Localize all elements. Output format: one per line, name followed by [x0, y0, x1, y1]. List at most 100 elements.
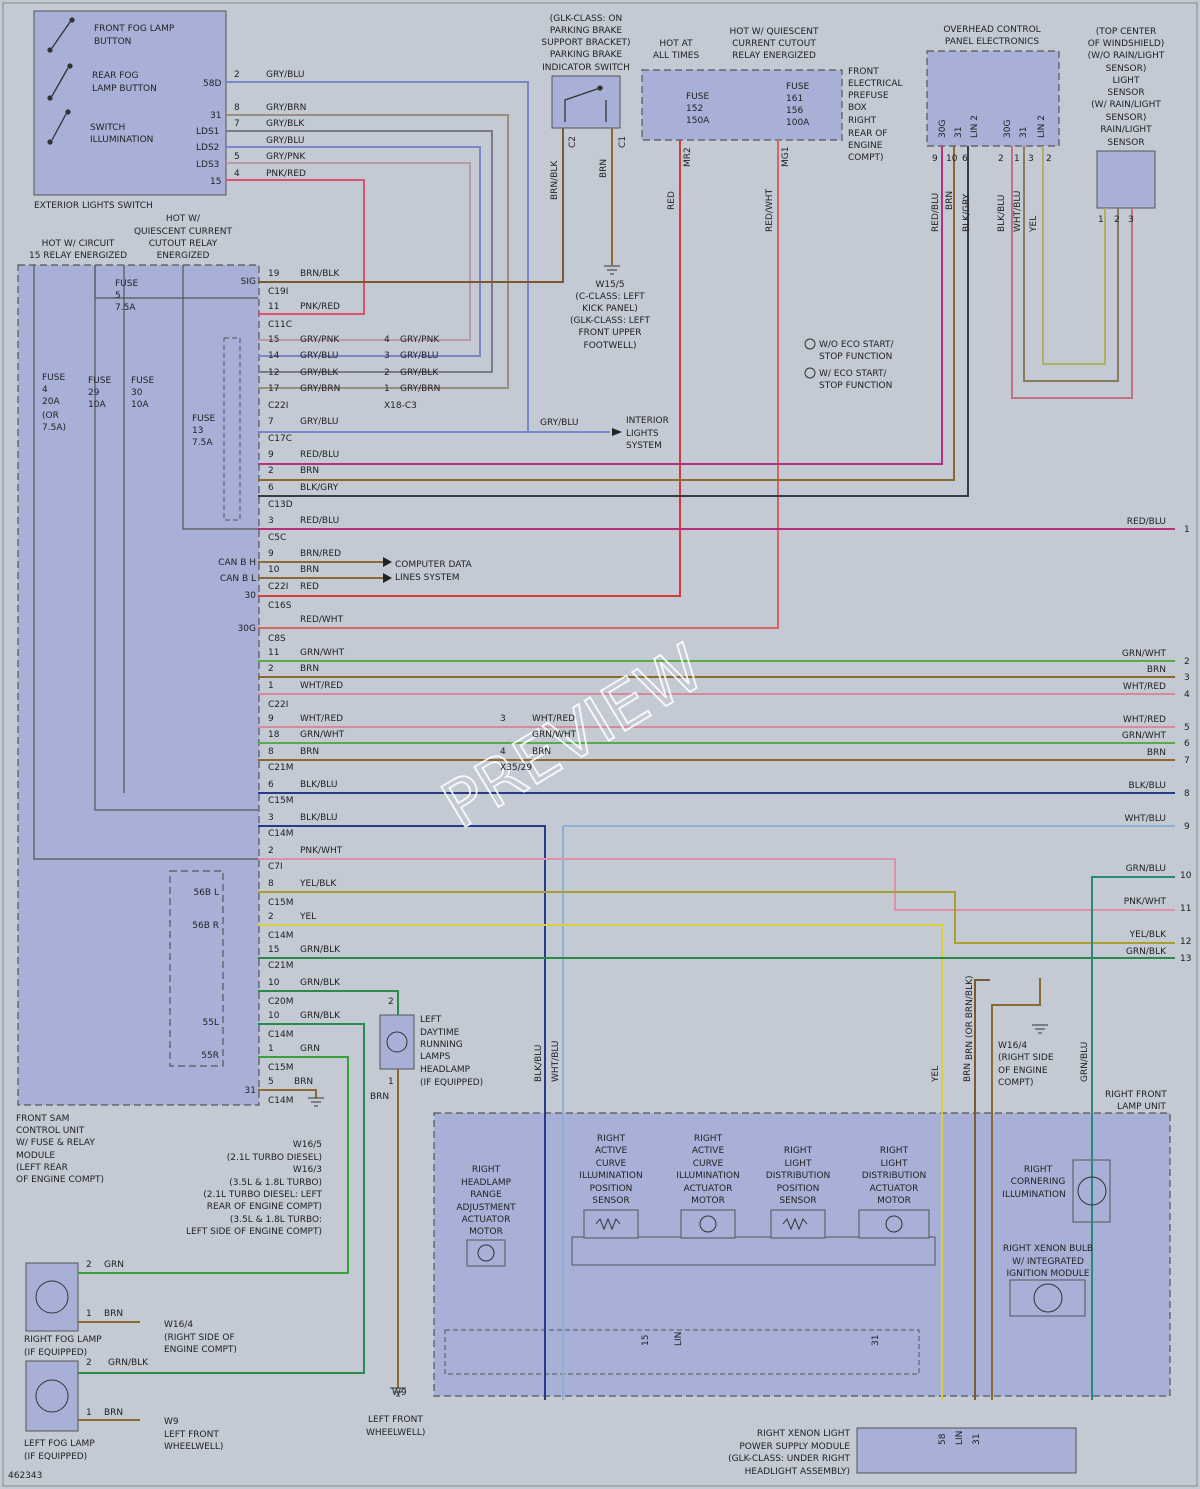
- svg-text:SWITCH: SWITCH: [90, 123, 125, 133]
- svg-text:C22I: C22I: [268, 401, 288, 411]
- svg-text:C14M: C14M: [268, 829, 294, 839]
- svg-text:PANEL ELECTRONICS: PANEL ELECTRONICS: [945, 37, 1039, 47]
- switch-labels: FRONT FOG LAMP BUTTON REAR FOG LAMP BUTT…: [34, 24, 306, 211]
- svg-text:FUSE: FUSE: [786, 82, 809, 92]
- svg-text:C20M: C20M: [268, 997, 294, 1007]
- svg-text:6: 6: [268, 483, 274, 493]
- svg-text:DISTRIBUTION: DISTRIBUTION: [766, 1171, 830, 1181]
- sam-fuse-labels: FUSE 5 7.5A FUSE 4 20A (OR 7.5A) FUSE 29…: [42, 279, 215, 448]
- svg-text:BUTTON: BUTTON: [94, 37, 131, 47]
- svg-text:31: 31: [245, 1086, 256, 1096]
- svg-text:C16S: C16S: [268, 601, 292, 611]
- svg-text:13: 13: [192, 426, 203, 436]
- svg-text:QUIESCENT CURRENT: QUIESCENT CURRENT: [134, 227, 233, 237]
- svg-text:9: 9: [268, 549, 274, 559]
- overhead-labels: OVERHEAD CONTROL PANEL ELECTRONICS (TOP …: [943, 25, 1165, 148]
- svg-text:FUSE: FUSE: [115, 279, 138, 289]
- svg-text:(W/O RAIN/LIGHT: (W/O RAIN/LIGHT: [1088, 51, 1165, 61]
- right-edge-numbers: 1 2 3 4 5 6 7 8 9 10 11 12 13: [1180, 525, 1192, 964]
- svg-text:RANGE: RANGE: [470, 1190, 502, 1200]
- svg-text:9: 9: [932, 154, 938, 164]
- svg-text:DISTRIBUTION: DISTRIBUTION: [862, 1171, 926, 1181]
- svg-text:MOTOR: MOTOR: [877, 1196, 911, 1206]
- svg-text:MODULE: MODULE: [16, 1151, 55, 1161]
- svg-text:DAYTIME: DAYTIME: [420, 1028, 460, 1038]
- svg-text:156: 156: [786, 106, 803, 116]
- svg-text:BRN: BRN: [294, 1077, 313, 1087]
- svg-text:BRN: BRN: [300, 466, 319, 476]
- svg-text:CURVE: CURVE: [693, 1159, 724, 1169]
- drl-labels: LEFT DAYTIME RUNNING LAMPS HEADLAMP (IF …: [366, 997, 483, 1438]
- svg-text:REAR OF: REAR OF: [848, 129, 887, 139]
- svg-text:W/ INTEGRATED: W/ INTEGRATED: [1012, 1257, 1084, 1267]
- svg-text:30: 30: [245, 591, 257, 601]
- svg-text:BRN: BRN: [945, 191, 955, 210]
- svg-text:X18-C3: X18-C3: [384, 401, 417, 411]
- svg-text:FUSE: FUSE: [131, 376, 154, 386]
- svg-text:ENERGIZED: ENERGIZED: [157, 251, 210, 261]
- svg-text:2: 2: [1114, 215, 1120, 225]
- svg-text:(W/ RAIN/LIGHT: (W/ RAIN/LIGHT: [1091, 100, 1161, 110]
- svg-text:BRN (OR BRN/BLK): BRN (OR BRN/BLK): [965, 975, 975, 1060]
- svg-text:13: 13: [1180, 954, 1191, 964]
- svg-text:2: 2: [384, 368, 390, 378]
- svg-text:C13D: C13D: [268, 500, 293, 510]
- svg-text:C15M: C15M: [268, 1063, 294, 1073]
- svg-text:FRONT SAM: FRONT SAM: [16, 1114, 69, 1124]
- lamp-bulb-icon: [35, 1031, 1107, 1413]
- svg-text:10: 10: [946, 154, 958, 164]
- svg-text:31: 31: [871, 1335, 881, 1346]
- svg-text:ACTUATOR: ACTUATOR: [870, 1184, 919, 1194]
- svg-text:BOX: BOX: [848, 103, 867, 113]
- fuse-labels: FUSE 152 150A FUSE 161 156 100A FRONT EL…: [686, 67, 903, 163]
- svg-text:3: 3: [1028, 154, 1034, 164]
- distribution-motor-box: [858, 1209, 930, 1239]
- svg-text:56B L: 56B L: [193, 888, 219, 898]
- svg-text:6: 6: [1184, 739, 1190, 749]
- svg-text:YEL/BLK: YEL/BLK: [299, 879, 337, 889]
- svg-text:GRY/PNK: GRY/PNK: [300, 335, 340, 345]
- svg-text:9: 9: [268, 450, 274, 460]
- svg-text:2: 2: [1184, 657, 1190, 667]
- svg-text:30: 30: [131, 388, 143, 398]
- svg-text:RIGHT: RIGHT: [694, 1134, 723, 1144]
- svg-text:RED/WHT: RED/WHT: [300, 615, 344, 625]
- svg-text:BLK/GRY: BLK/GRY: [300, 483, 339, 493]
- svg-text:1: 1: [1184, 525, 1190, 535]
- svg-text:HOT W/ CIRCUIT: HOT W/ CIRCUIT: [42, 239, 115, 249]
- parking-brake-switch: [551, 75, 621, 129]
- svg-text:RIGHT: RIGHT: [472, 1165, 501, 1175]
- svg-text:C22I: C22I: [268, 582, 288, 592]
- svg-text:19: 19: [268, 269, 280, 279]
- svg-text:15: 15: [268, 945, 279, 955]
- svg-text:58D: 58D: [203, 79, 221, 89]
- svg-text:56B R: 56B R: [192, 921, 219, 931]
- svg-text:GRY/BLK: GRY/BLK: [400, 368, 439, 378]
- svg-text:PARKING BRAKE: PARKING BRAKE: [550, 50, 623, 60]
- svg-text:LIGHT: LIGHT: [881, 1159, 908, 1169]
- svg-text:2: 2: [268, 912, 274, 922]
- svg-text:LEFT SIDE OF ENGINE COMPT): LEFT SIDE OF ENGINE COMPT): [186, 1227, 322, 1237]
- parking-brake-labels: (GLK-CLASS: ON PARKING BRAKE SUPPORT BRA…: [541, 14, 819, 73]
- svg-text:MR2: MR2: [683, 147, 693, 167]
- svg-text:WHT/BLU: WHT/BLU: [1124, 814, 1166, 824]
- svg-text:COMPT): COMPT): [848, 153, 884, 163]
- svg-text:152: 152: [686, 104, 703, 114]
- curve-actuator-motor-box: [680, 1209, 736, 1239]
- parking-pins: C2 C1 BRN/BLK BRN RED RED/WHT MR2 MG1: [550, 136, 791, 232]
- svg-text:RIGHT XENON LIGHT: RIGHT XENON LIGHT: [757, 1429, 851, 1439]
- svg-text:WHEELWELL): WHEELWELL): [366, 1428, 425, 1438]
- svg-text:LIGHT: LIGHT: [1113, 76, 1140, 86]
- svg-text:BRN: BRN: [300, 747, 319, 757]
- svg-text:10: 10: [1180, 871, 1192, 881]
- svg-text:ENGINE: ENGINE: [848, 141, 883, 151]
- switch-icon: [47, 17, 75, 145]
- svg-text:REAR OF ENGINE COMPT): REAR OF ENGINE COMPT): [207, 1202, 322, 1212]
- svg-text:MOTOR: MOTOR: [691, 1196, 725, 1206]
- svg-text:2: 2: [86, 1358, 92, 1368]
- svg-text:BLK/BLU: BLK/BLU: [300, 780, 337, 790]
- svg-text:7.5A: 7.5A: [115, 303, 136, 313]
- svg-text:(RIGHT SIDE: (RIGHT SIDE: [998, 1053, 1054, 1063]
- svg-text:RED/WHT: RED/WHT: [765, 188, 775, 232]
- svg-text:5: 5: [1184, 723, 1190, 733]
